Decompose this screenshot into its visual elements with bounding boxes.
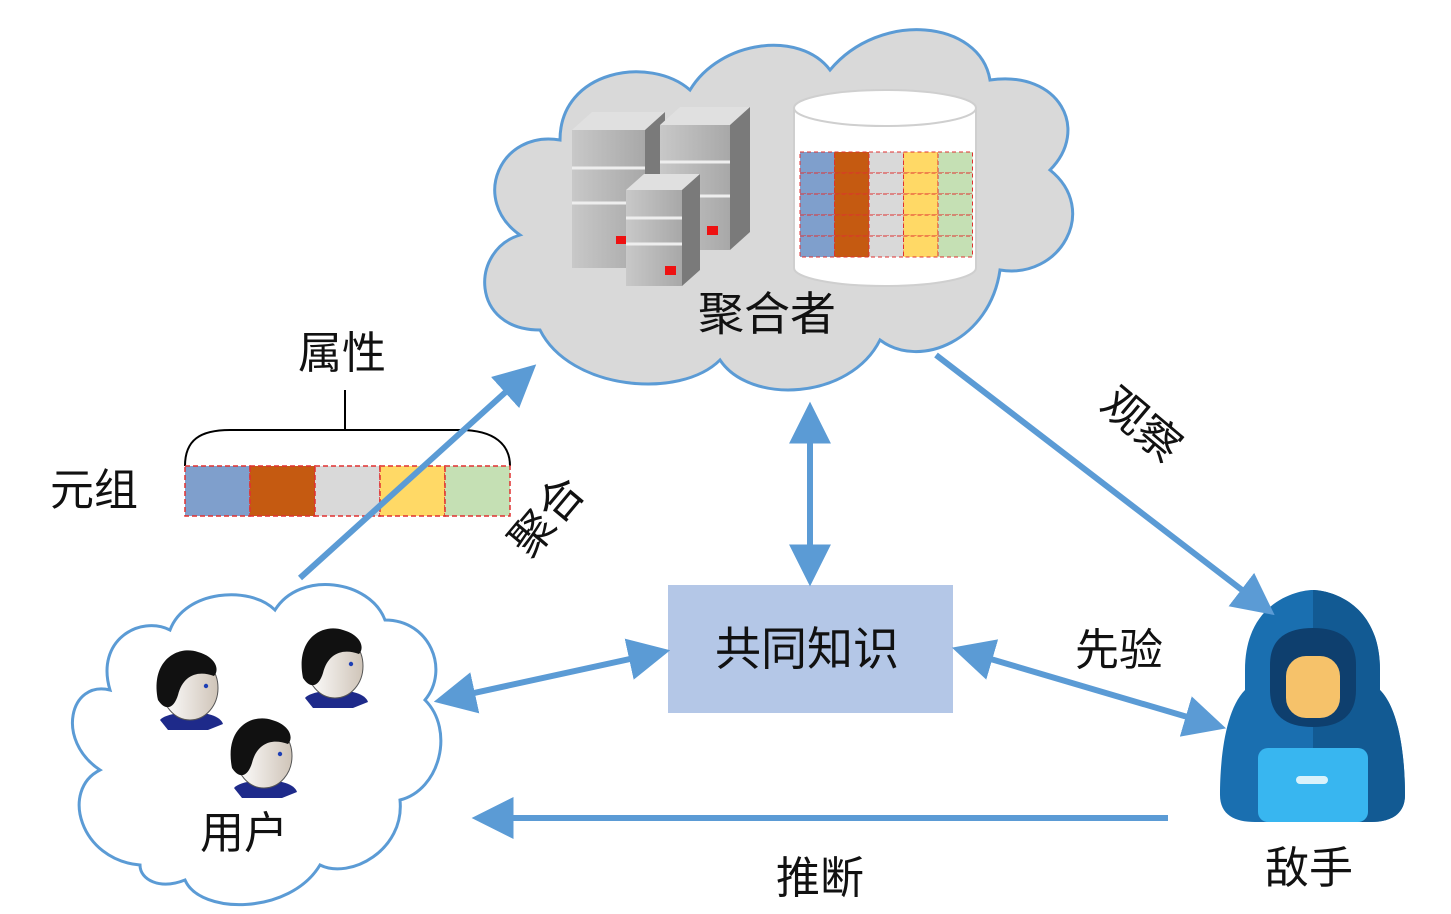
- arrow-observe: [934, 352, 1275, 616]
- database-cell: [834, 193, 870, 216]
- tuple-bar: [184, 465, 511, 517]
- database-cell: [903, 235, 939, 258]
- database-cell: [868, 172, 904, 195]
- aggregator-label: 聚合者: [698, 287, 836, 341]
- database-cell: [937, 172, 973, 195]
- database-table: [799, 151, 973, 258]
- users-group: [156, 628, 368, 798]
- database-cell: [937, 193, 973, 216]
- aggregate-label: 聚合: [499, 467, 595, 567]
- arrow-knowledge-users: [433, 638, 671, 714]
- hooded-adversary-icon: [1220, 590, 1405, 822]
- server-icon: [572, 107, 750, 286]
- common-knowledge-label: 共同知识: [715, 622, 899, 676]
- users-label: 用户: [200, 808, 288, 859]
- database-cell: [868, 151, 904, 174]
- tuple-cell: [249, 465, 316, 517]
- adversary-label: 敌手: [1265, 843, 1353, 894]
- attribute-label: 属性: [298, 328, 386, 379]
- tuple-label: 元组: [50, 465, 138, 516]
- database-cell: [868, 193, 904, 216]
- database-cell: [799, 193, 835, 216]
- database-cell: [937, 214, 973, 237]
- observe-label: 观察: [1091, 377, 1191, 473]
- arrow-prior: [951, 639, 1227, 737]
- arrow-aggregate: [297, 364, 537, 581]
- tuple-cell: [184, 465, 251, 517]
- prior-label: 先验: [1075, 625, 1163, 676]
- inference-label: 推断: [776, 853, 864, 904]
- user-icon: [156, 650, 223, 730]
- database-cell: [799, 151, 835, 174]
- database-cell: [834, 235, 870, 258]
- database-cell: [868, 235, 904, 258]
- database-cell: [903, 151, 939, 174]
- database-cell: [799, 214, 835, 237]
- database-cell: [799, 172, 835, 195]
- database-cell: [834, 151, 870, 174]
- database-cell: [834, 172, 870, 195]
- tuple-cell: [314, 465, 381, 517]
- user-icon: [301, 628, 368, 708]
- common-knowledge-box: [668, 585, 953, 713]
- database-cell: [903, 214, 939, 237]
- database-cell: [868, 214, 904, 237]
- database-cell: [937, 235, 973, 258]
- database-cell: [903, 193, 939, 216]
- database-cell: [937, 151, 973, 174]
- database-cell: [834, 214, 870, 237]
- tuple-brace: [184, 390, 511, 467]
- database-cell: [799, 235, 835, 258]
- database-cell: [903, 172, 939, 195]
- user-icon: [230, 718, 297, 798]
- tuple-cell: [379, 465, 446, 517]
- tuple-cell: [444, 465, 511, 517]
